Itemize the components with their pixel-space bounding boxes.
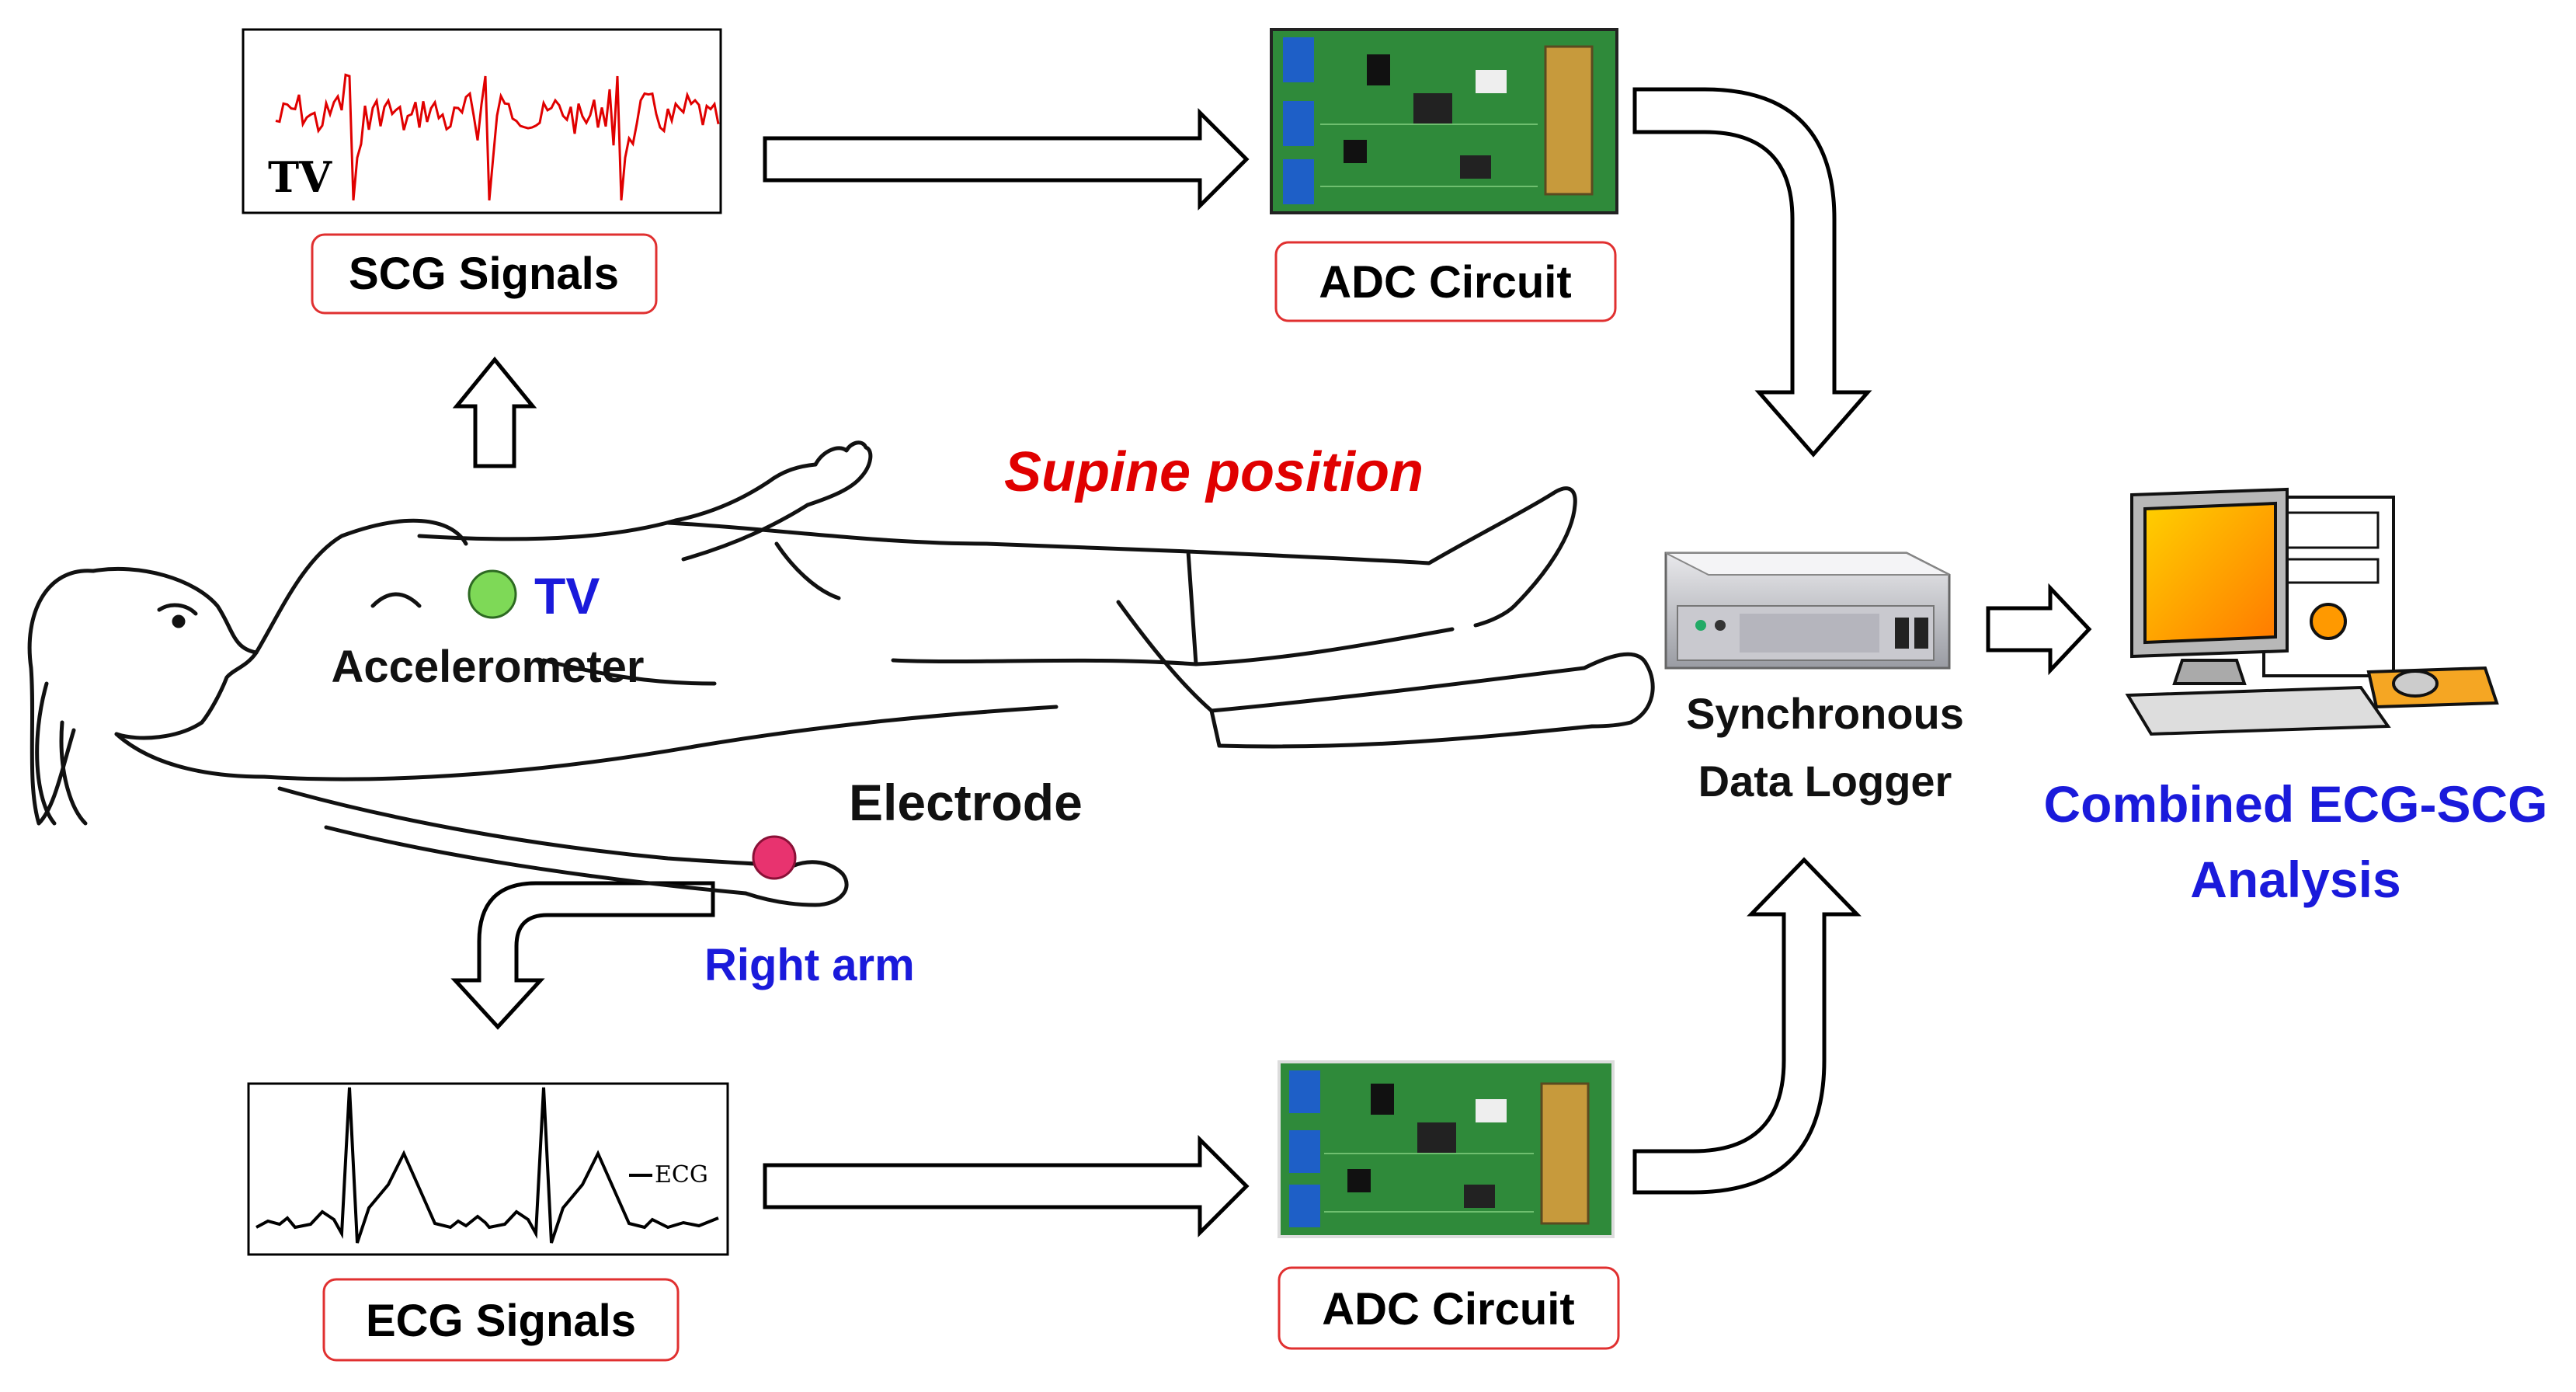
ecg-signals-text: ECG Signals — [366, 1296, 636, 1346]
arrow-adc-bottom-to-logger — [1632, 857, 1862, 1195]
scg-waveform-panel: TV — [242, 28, 722, 214]
scg-signals-text: SCG Signals — [349, 249, 619, 299]
accelerometer-label: Accelerometer — [332, 642, 645, 692]
accelerometer-site-label: TV — [534, 567, 600, 625]
arrow-adc-top-to-logger — [1632, 87, 1872, 458]
adc-circuit-top-text: ADC Circuit — [1319, 257, 1571, 308]
desktop-computer-icon — [2125, 487, 2499, 736]
arrow-body-to-scg — [452, 357, 537, 468]
arrow-scg-to-adc — [763, 107, 1250, 211]
scg-waveform-tag: TV — [268, 152, 332, 202]
analysis-label-line1: Combined ECG-SCG — [2043, 775, 2547, 833]
logger-label-line1: Synchronous — [1686, 689, 1964, 738]
arrow-logger-to-computer — [1986, 583, 2092, 676]
posture-label: Supine position — [1004, 441, 1424, 503]
electrode-label: Electrode — [849, 774, 1083, 831]
adc-circuit-bottom-label: ADC Circuit — [1278, 1266, 1620, 1350]
supine-human-figure — [27, 440, 1655, 907]
adc-circuit-top-label: ADC Circuit — [1274, 241, 1617, 322]
data-logger-device-icon — [1664, 552, 1951, 670]
ecg-signals-label: ECG Signals — [322, 1278, 680, 1362]
scg-trace — [275, 73, 720, 201]
accelerometer-dot-icon — [468, 569, 517, 619]
ecg-waveform-panel: ECG — [247, 1082, 729, 1256]
adc-circuit-bottom-text: ADC Circuit — [1322, 1284, 1574, 1335]
analysis-label-line2: Analysis — [2190, 851, 2400, 908]
scg-signals-label: SCG Signals — [311, 233, 658, 315]
adc-board-bottom — [1278, 1060, 1615, 1238]
electrode-site-label: Right arm — [704, 940, 915, 990]
arrow-electrode-to-ecg — [450, 881, 715, 1030]
ecg-trace — [256, 1087, 719, 1244]
electrode-dot-icon — [752, 835, 797, 880]
ecg-waveform-tag: ECG — [655, 1161, 708, 1188]
adc-board-top — [1270, 28, 1618, 214]
arrow-ecg-to-adc — [763, 1134, 1250, 1238]
logger-label-line2: Data Logger — [1698, 757, 1952, 806]
